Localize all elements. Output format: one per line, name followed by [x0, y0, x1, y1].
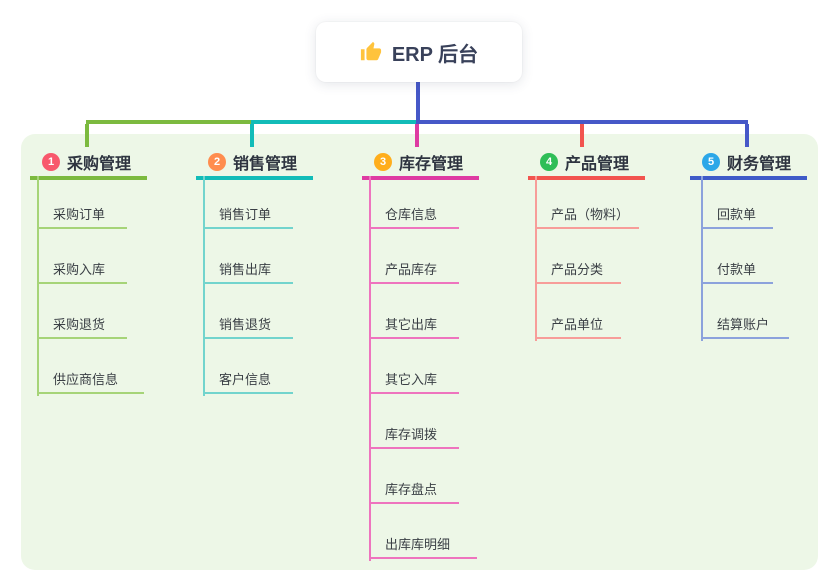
- child-node[interactable]: 付款单: [701, 258, 773, 284]
- branch-label: 库存管理: [399, 155, 464, 173]
- child-node[interactable]: 库存调拨: [369, 423, 459, 449]
- badge-3: 3: [374, 152, 392, 171]
- child-node[interactable]: 客户信息: [203, 368, 293, 394]
- root-node-label: ERP 后台: [391, 43, 479, 66]
- connector-root-drop: [416, 81, 420, 124]
- child-node[interactable]: 销售订单: [203, 203, 293, 229]
- thumbs-up-icon: [360, 41, 382, 63]
- child-node[interactable]: 产品分类: [535, 258, 621, 284]
- branch-node-finance[interactable]: 5 财务管理: [690, 147, 807, 180]
- child-node[interactable]: 产品（物料）: [535, 203, 639, 229]
- branch-label: 采购管理: [67, 155, 132, 173]
- connector-trunk-sales: [203, 176, 205, 396]
- badge-1: 1: [42, 152, 60, 171]
- child-node[interactable]: 其它出库: [369, 313, 459, 339]
- connector-bus-finance: [419, 120, 748, 124]
- badge-2: 2: [208, 152, 226, 171]
- child-node[interactable]: 销售退货: [203, 313, 293, 339]
- child-node[interactable]: 结算账户: [701, 313, 789, 339]
- root-node-erp[interactable]: ERP 后台: [316, 22, 522, 82]
- child-node[interactable]: 回款单: [701, 203, 773, 229]
- child-node[interactable]: 采购订单: [37, 203, 127, 229]
- connector-drop-purchase: [85, 124, 89, 147]
- connector-drop-sales: [250, 124, 254, 147]
- child-node[interactable]: 采购入库: [37, 258, 127, 284]
- connector-trunk-product: [535, 176, 537, 341]
- badge-4: 4: [540, 152, 558, 171]
- branch-label: 财务管理: [727, 155, 792, 173]
- branch-node-sales[interactable]: 2 销售管理: [196, 147, 313, 180]
- child-node[interactable]: 出库库明细: [369, 533, 477, 559]
- connector-trunk-inventory: [369, 176, 371, 561]
- branch-node-purchase[interactable]: 1 采购管理: [30, 147, 147, 180]
- branch-label: 销售管理: [233, 155, 298, 173]
- child-node[interactable]: 产品库存: [369, 258, 459, 284]
- child-node[interactable]: 采购退货: [37, 313, 127, 339]
- badge-5: 5: [702, 152, 720, 171]
- child-node[interactable]: 供应商信息: [37, 368, 144, 394]
- branches-background-panel: [21, 134, 818, 570]
- connector-drop-inventory: [415, 124, 419, 147]
- branch-node-inventory[interactable]: 3 库存管理: [362, 147, 479, 180]
- child-node[interactable]: 其它入库: [369, 368, 459, 394]
- child-node[interactable]: 库存盘点: [369, 478, 459, 504]
- child-node[interactable]: 产品单位: [535, 313, 621, 339]
- connector-drop-finance: [745, 124, 749, 147]
- branch-node-product[interactable]: 4 产品管理: [528, 147, 645, 180]
- connector-trunk-finance: [701, 176, 703, 341]
- connector-trunk-purchase: [37, 176, 39, 396]
- child-node[interactable]: 仓库信息: [369, 203, 459, 229]
- connector-drop-product: [580, 124, 584, 147]
- connector-bus-sales: [251, 120, 420, 124]
- child-node[interactable]: 销售出库: [203, 258, 293, 284]
- branch-label: 产品管理: [565, 155, 630, 173]
